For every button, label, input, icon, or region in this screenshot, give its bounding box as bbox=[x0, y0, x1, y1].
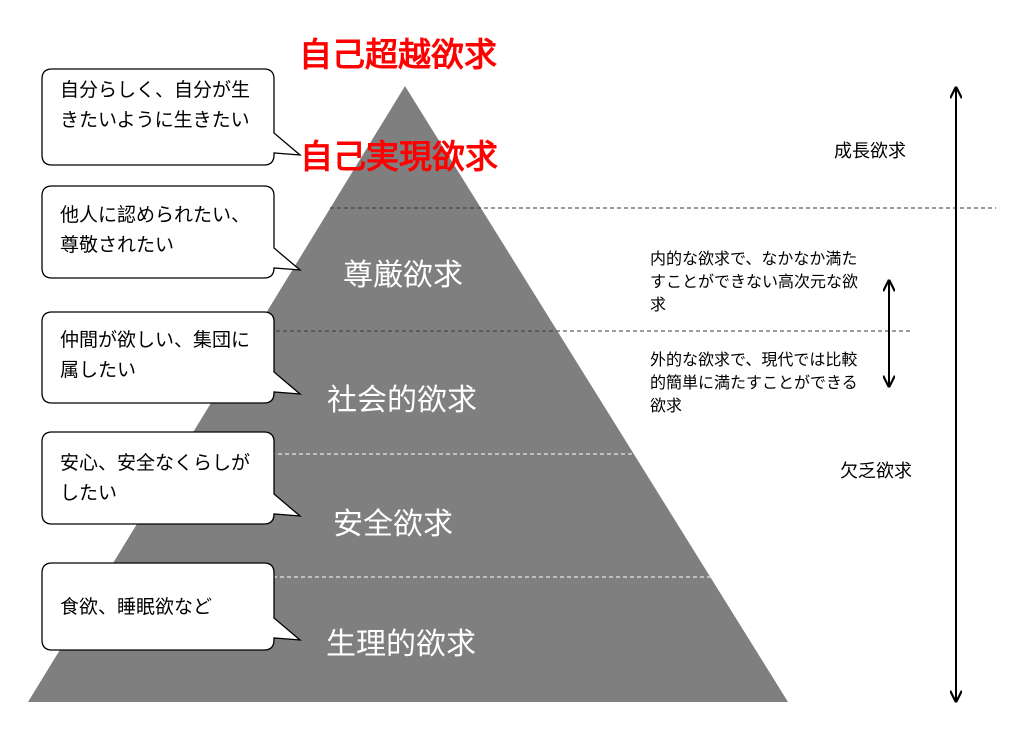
social-label: 社会的欲求 bbox=[327, 383, 477, 418]
bubble-shape-5 bbox=[41, 562, 302, 651]
internal-needs-note: 内的な欲求で、なかなか満たすことができない高次元な欲求 bbox=[650, 247, 860, 316]
bubble-text-safety: 安心、安全なくらしがしたい bbox=[60, 452, 251, 504]
bubble-shape-4 bbox=[41, 431, 302, 525]
growth-needs-label: 成長欲求 bbox=[834, 141, 906, 162]
bubble-text-social: 仲間が欲しい、集団に属したい bbox=[60, 329, 251, 381]
bubble-shape-3 bbox=[41, 311, 302, 404]
self-actualization-title: 自己実現欲求 bbox=[300, 137, 498, 176]
deficiency-needs-label: 欠乏欲求 bbox=[840, 461, 912, 482]
esteem-label: 尊厳欲求 bbox=[343, 258, 463, 293]
bubble-shape-2 bbox=[41, 185, 302, 279]
internal-needs-text: 内的な欲求で、なかなか満たすことができない高次元な欲求 bbox=[650, 249, 859, 314]
physiological-label: 生理的欲求 bbox=[326, 627, 476, 662]
external-needs-note: 外的な欲求で、現代では比較的簡単に満たすことができる欲求 bbox=[650, 348, 860, 417]
bubble-text-physiological: 食欲、睡眠欲など bbox=[60, 596, 213, 618]
safety-label: 安全欲求 bbox=[333, 507, 453, 542]
bubble-text-esteem: 他人に認められたい、尊敬されたい bbox=[60, 204, 251, 256]
self-transcendence-title: 自己超越欲求 bbox=[299, 35, 497, 74]
external-needs-text: 外的な欲求で、現代では比較的簡単に満たすことができる欲求 bbox=[650, 350, 858, 415]
bubble-shape-1 bbox=[41, 68, 302, 166]
pyramid-shape bbox=[28, 86, 788, 702]
bubble-text-self-actualization: 自分らしく、自分が生きたいように生きたい bbox=[60, 79, 251, 131]
